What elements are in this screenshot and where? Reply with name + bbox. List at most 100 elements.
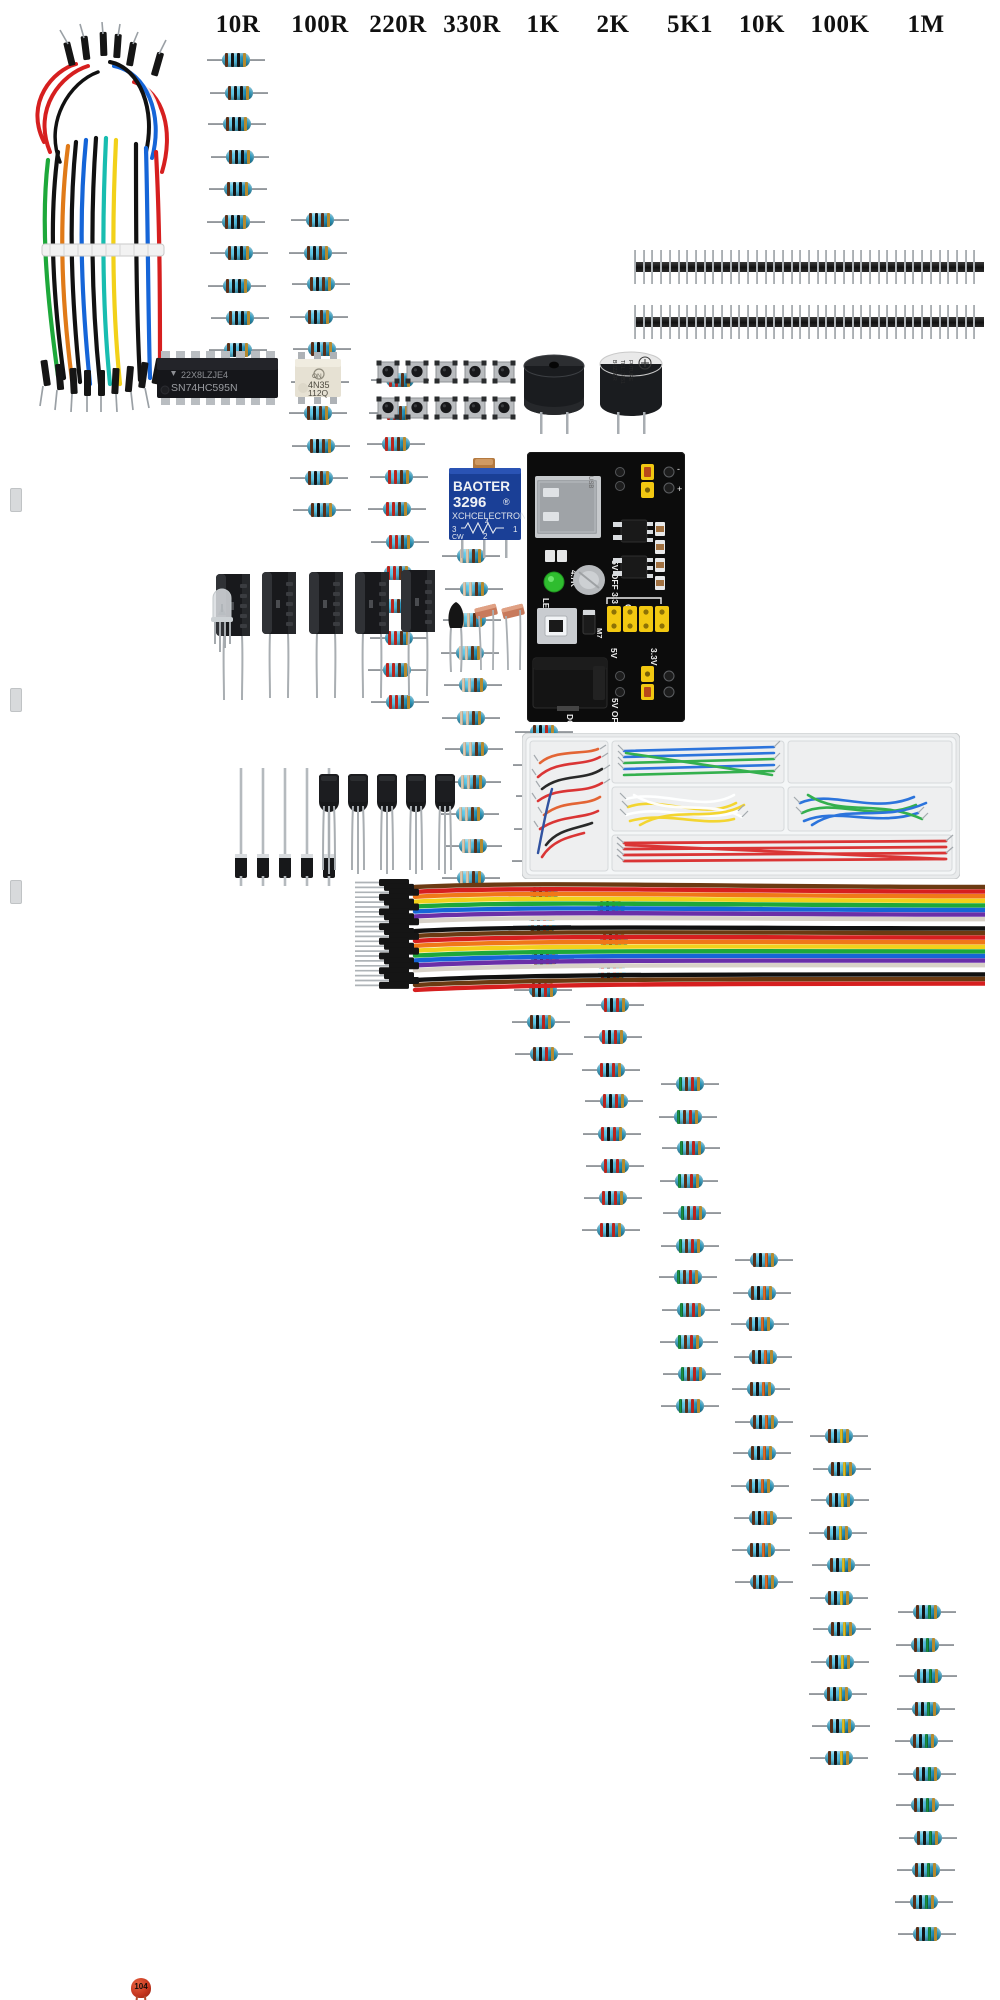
resistor <box>661 1398 719 1414</box>
resistor-band <box>622 1158 625 1173</box>
resistor <box>444 677 502 693</box>
resistor <box>661 1238 719 1254</box>
diode <box>278 768 292 886</box>
tactile-push-button[interactable] <box>434 396 458 420</box>
electrolytic-capacitor <box>351 570 395 700</box>
resistor <box>444 838 502 854</box>
resistor <box>734 1510 792 1526</box>
resistor-band <box>834 1429 837 1443</box>
resistor-band <box>680 1141 683 1156</box>
resistor-band <box>828 1590 831 1605</box>
dip-ic-74hc595: 22X8LZJE4 SN74HC595N <box>155 350 280 411</box>
resistor <box>898 1766 956 1782</box>
resistor-band <box>750 1381 753 1396</box>
resistor-label-1m: 1M <box>907 11 945 38</box>
jumper-wire-bundle <box>14 21 186 413</box>
header-pin <box>868 250 871 284</box>
resistor-band <box>329 503 332 518</box>
resistor-band <box>932 1798 935 1813</box>
breadboard-power-supply-module[interactable]: USB 5V OFF 3.3 - + <box>526 451 686 742</box>
module-jumper-label-top: 5V OFF 3.3 <box>610 560 620 604</box>
header-pin <box>808 305 810 339</box>
tactile-push-button[interactable] <box>405 360 429 384</box>
resistor-band <box>233 181 236 196</box>
tactile-push-button[interactable] <box>492 360 516 384</box>
jumper-wire-kit-box[interactable] <box>521 732 961 884</box>
resistor <box>898 1604 956 1620</box>
resistor-band <box>323 503 326 518</box>
resistor-band <box>771 1575 774 1589</box>
resistor <box>659 1109 717 1125</box>
resistor-band <box>929 1669 932 1684</box>
resistor <box>897 1701 955 1717</box>
resistor-band <box>916 1927 919 1941</box>
header-pin <box>825 250 828 284</box>
ribbon-strand <box>412 915 988 924</box>
ribbon-strand <box>412 939 988 948</box>
resistor-band <box>698 1303 701 1317</box>
resistor-band <box>917 1831 920 1845</box>
resistor <box>661 1076 719 1092</box>
resistor-band <box>228 246 231 261</box>
ribbon-strand <box>412 934 988 944</box>
photoresistor-2 <box>500 590 526 677</box>
resistor-band <box>233 343 236 358</box>
resistor-band <box>765 1253 768 1267</box>
resistor-band <box>465 646 468 661</box>
resistor-band <box>690 1334 693 1349</box>
resistor-band <box>610 1158 613 1173</box>
resistor <box>207 214 265 230</box>
svg-text:1: 1 <box>513 525 518 534</box>
resistor-band <box>604 1158 607 1173</box>
resistor-band <box>765 1575 768 1589</box>
resistor-band <box>391 599 394 613</box>
resistor-band <box>322 277 325 292</box>
resistor-band <box>840 1429 843 1443</box>
tactile-push-button[interactable] <box>492 396 516 420</box>
opto-marking-line2: 112Q <box>308 388 329 398</box>
resistor <box>441 645 499 661</box>
resistor-band <box>545 725 548 739</box>
resistor-band <box>600 1223 603 1237</box>
tactile-push-button[interactable] <box>463 360 487 384</box>
resistor-band <box>479 775 482 789</box>
trimmer-potentiometer[interactable]: BAOTER 3296 ® XCHCELECTRON 3 1 4 2 CW <box>447 458 527 563</box>
resistor-band <box>551 725 554 739</box>
resistor-band <box>395 695 398 709</box>
resistor-band <box>229 150 232 165</box>
ribbon-strand <box>412 930 988 939</box>
header-pin <box>973 305 976 339</box>
resistor <box>442 870 500 886</box>
pin-header-row-1 <box>634 250 984 284</box>
tactile-push-button[interactable] <box>463 396 487 420</box>
resistor-band <box>845 1686 848 1701</box>
module-jumper-label-bottom: 5V OFF 3.3 <box>610 698 620 722</box>
tactile-push-button[interactable] <box>376 360 400 384</box>
header-pin <box>686 305 689 339</box>
resistor-band <box>764 1510 767 1525</box>
resistor-band <box>848 1557 851 1572</box>
resistor-band <box>913 1733 916 1748</box>
resistor <box>290 470 348 486</box>
resistor-band <box>771 1414 774 1429</box>
resistor-band <box>919 1895 922 1910</box>
rainbow-ribbon-cable <box>345 875 988 1005</box>
resistor-band <box>612 1062 615 1077</box>
resistor-band <box>317 341 320 356</box>
resistor-band <box>394 630 397 645</box>
ribbon-strand <box>412 891 988 899</box>
resistor <box>442 710 500 726</box>
header-pin <box>868 305 871 339</box>
resistor-band <box>480 677 483 692</box>
resistor-band <box>751 1446 754 1461</box>
resistor-band <box>608 1029 611 1044</box>
header-pin <box>851 250 854 284</box>
tactile-push-button[interactable] <box>405 396 429 420</box>
resistor-band <box>689 1270 692 1285</box>
resistor-band <box>830 1719 833 1734</box>
tactile-push-button[interactable] <box>376 396 400 420</box>
tactile-push-button[interactable] <box>434 360 458 384</box>
header-pin <box>703 250 706 284</box>
resistor-band <box>926 1637 929 1652</box>
resistor-label-330r: 330R <box>443 11 501 38</box>
